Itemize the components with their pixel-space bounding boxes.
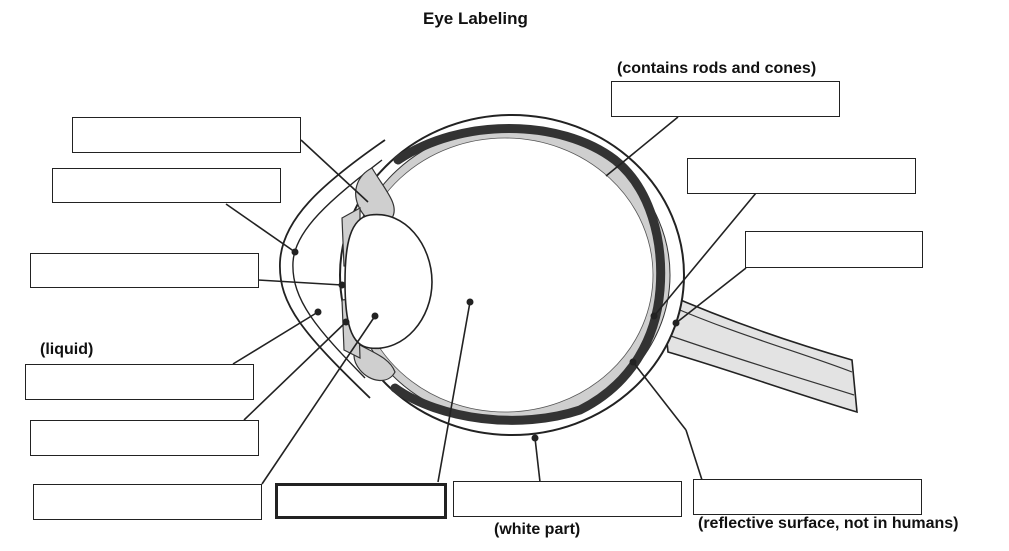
label-box-iris[interactable] (30, 420, 259, 456)
dot-aqueous (314, 308, 322, 316)
pointer-box-optic-nerve (675, 267, 747, 324)
pointer-box-top-left (300, 139, 369, 203)
label-box-optic-nerve[interactable] (745, 231, 923, 268)
dot-tapetum (629, 358, 637, 366)
label-box-tapetum[interactable] (693, 479, 922, 515)
pointer-box-pupil (257, 279, 343, 286)
label-box-aqueous[interactable] (25, 364, 254, 400)
pointer-box-tapetum (685, 429, 703, 481)
pointer-box-sclera (534, 437, 541, 483)
label-box-top-left[interactable] (72, 117, 301, 153)
hint-tapetum: (reflective surface, not in humans) (698, 515, 959, 532)
dot-sclera (531, 434, 539, 442)
dot-iris (342, 318, 350, 326)
optic-nerve (661, 290, 858, 414)
hint-sclera: (white part) (494, 521, 581, 538)
pointer-box-retina (605, 116, 679, 177)
pointer-dots (291, 248, 680, 442)
lens (344, 213, 433, 349)
label-box-sclera[interactable] (453, 481, 682, 517)
retina-band (390, 124, 666, 425)
cornea-inner (292, 159, 383, 379)
label-box-retina[interactable] (611, 81, 840, 117)
pointer-box-lens (261, 315, 376, 485)
pointer-box-iris (243, 321, 347, 421)
pointer-box-aqueous (232, 311, 319, 365)
pointer-box-vitreous (437, 301, 471, 483)
label-box-optic-disc[interactable] (687, 158, 916, 194)
pointer-lines (225, 116, 757, 485)
label-box-vitreous[interactable] (275, 483, 447, 519)
dot-cornea (291, 248, 299, 256)
dot-lens (371, 312, 379, 320)
hint-retina: (contains rods and cones) (617, 60, 817, 77)
pointer-box-cornea (225, 203, 296, 253)
label-box-pupil[interactable] (30, 253, 259, 288)
page-title: Eye Labeling (423, 9, 528, 28)
optic-nerve-fiber-line-2 (667, 334, 855, 396)
dot-optic-nerve (672, 319, 680, 327)
pointer-box-tapetum-2 (632, 361, 687, 431)
hint-aqueous: (liquid) (40, 341, 94, 358)
label-box-lens[interactable] (33, 484, 262, 520)
label-box-cornea[interactable] (52, 168, 281, 203)
dot-vitreous (466, 298, 474, 306)
optic-nerve-fiber-line (667, 304, 853, 373)
pointer-box-optic-disc (653, 192, 757, 317)
dot-pupil (338, 281, 346, 289)
dot-optic-disc (650, 312, 658, 320)
